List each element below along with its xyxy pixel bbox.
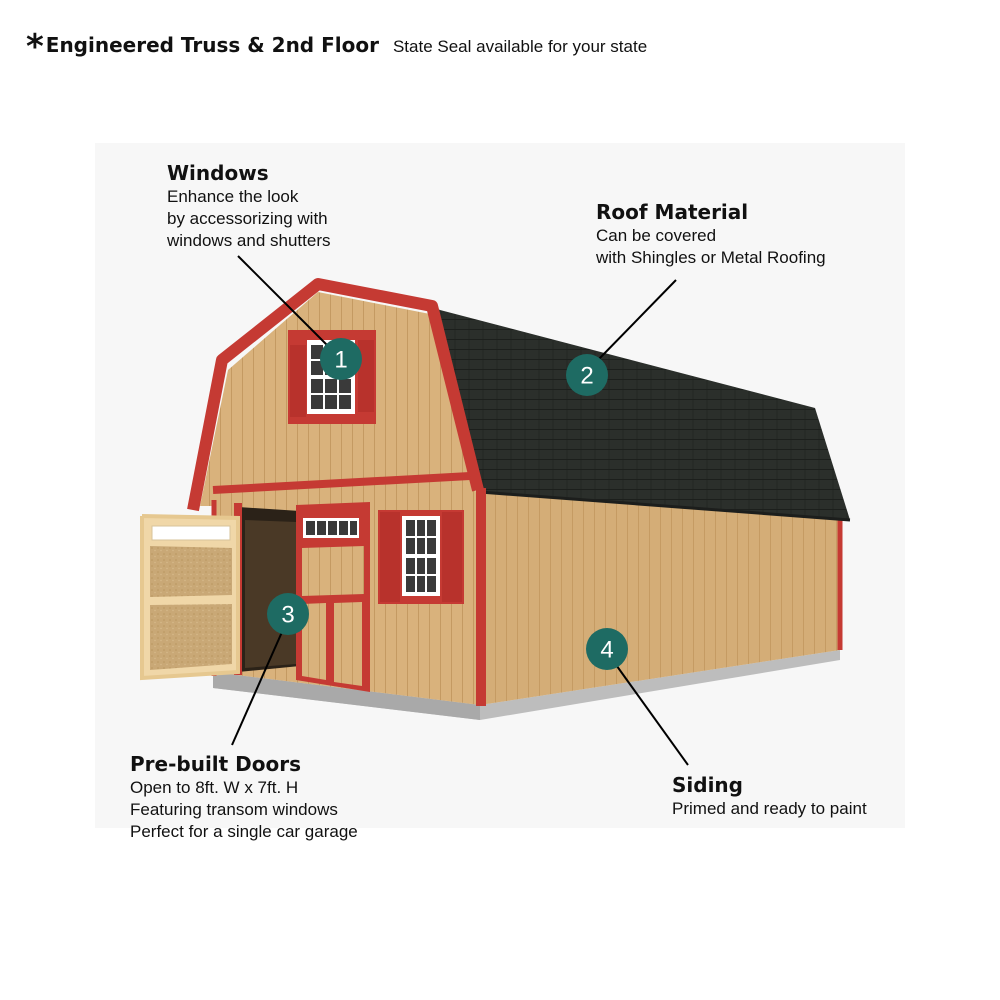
callout-doors-line: Perfect for a single car garage [130, 822, 358, 841]
lower-window [378, 510, 464, 604]
callout-roof-line: Can be covered [596, 226, 717, 245]
callout-doors: Pre-built Doors Open to 8ft. W x 7ft. H … [130, 751, 358, 843]
badge-3-number: 3 [281, 602, 294, 629]
badge-4-number: 4 [600, 637, 613, 664]
side-wall [480, 488, 843, 705]
callout-windows: Windows Enhance the look by accessorizin… [167, 160, 330, 252]
badge-4: 4 [586, 628, 628, 670]
callout-roof: Roof Material Can be covered with Shingl… [596, 199, 826, 269]
callout-windows-line: windows and shutters [167, 231, 331, 250]
leader-line-windows [237, 255, 331, 349]
asterisk-icon: * [26, 27, 44, 67]
callout-doors-heading: Pre-built Doors [130, 752, 302, 776]
callout-siding-heading: Siding [672, 773, 743, 797]
roof [318, 284, 851, 522]
badge-3: 3 [267, 593, 309, 635]
callout-windows-line: Enhance the look [167, 187, 299, 206]
foundation [213, 650, 840, 720]
left-door-open [140, 514, 240, 681]
page-title: Engineered Truss & 2nd Floor [45, 33, 379, 57]
callout-doors-line: Open to 8ft. W x 7ft. H [130, 778, 299, 797]
callout-roof-heading: Roof Material [596, 200, 749, 224]
callout-doors-line: Featuring transom windows [130, 800, 338, 819]
callout-roof-line: with Shingles or Metal Roofing [596, 248, 826, 267]
callout-siding: Siding Primed and ready to paint [672, 772, 867, 820]
header: * Engineered Truss & 2nd Floor State Sea… [26, 24, 648, 64]
badge-1: 1 [320, 338, 362, 380]
page-subtitle: State Seal available for your state [392, 37, 648, 56]
leader-line-doors [231, 631, 283, 746]
callout-siding-line: Primed and ready to paint [672, 799, 867, 818]
leader-line-roof [597, 279, 677, 361]
leader-line-siding [613, 661, 689, 766]
door-opening [234, 503, 300, 675]
badge-1-number: 1 [334, 347, 347, 374]
badge-2: 2 [566, 354, 608, 396]
callout-windows-line: by accessorizing with [167, 209, 328, 228]
right-door [296, 502, 370, 692]
badge-2-number: 2 [580, 363, 593, 390]
leader-lines [231, 255, 689, 766]
callout-windows-heading: Windows [167, 161, 269, 185]
